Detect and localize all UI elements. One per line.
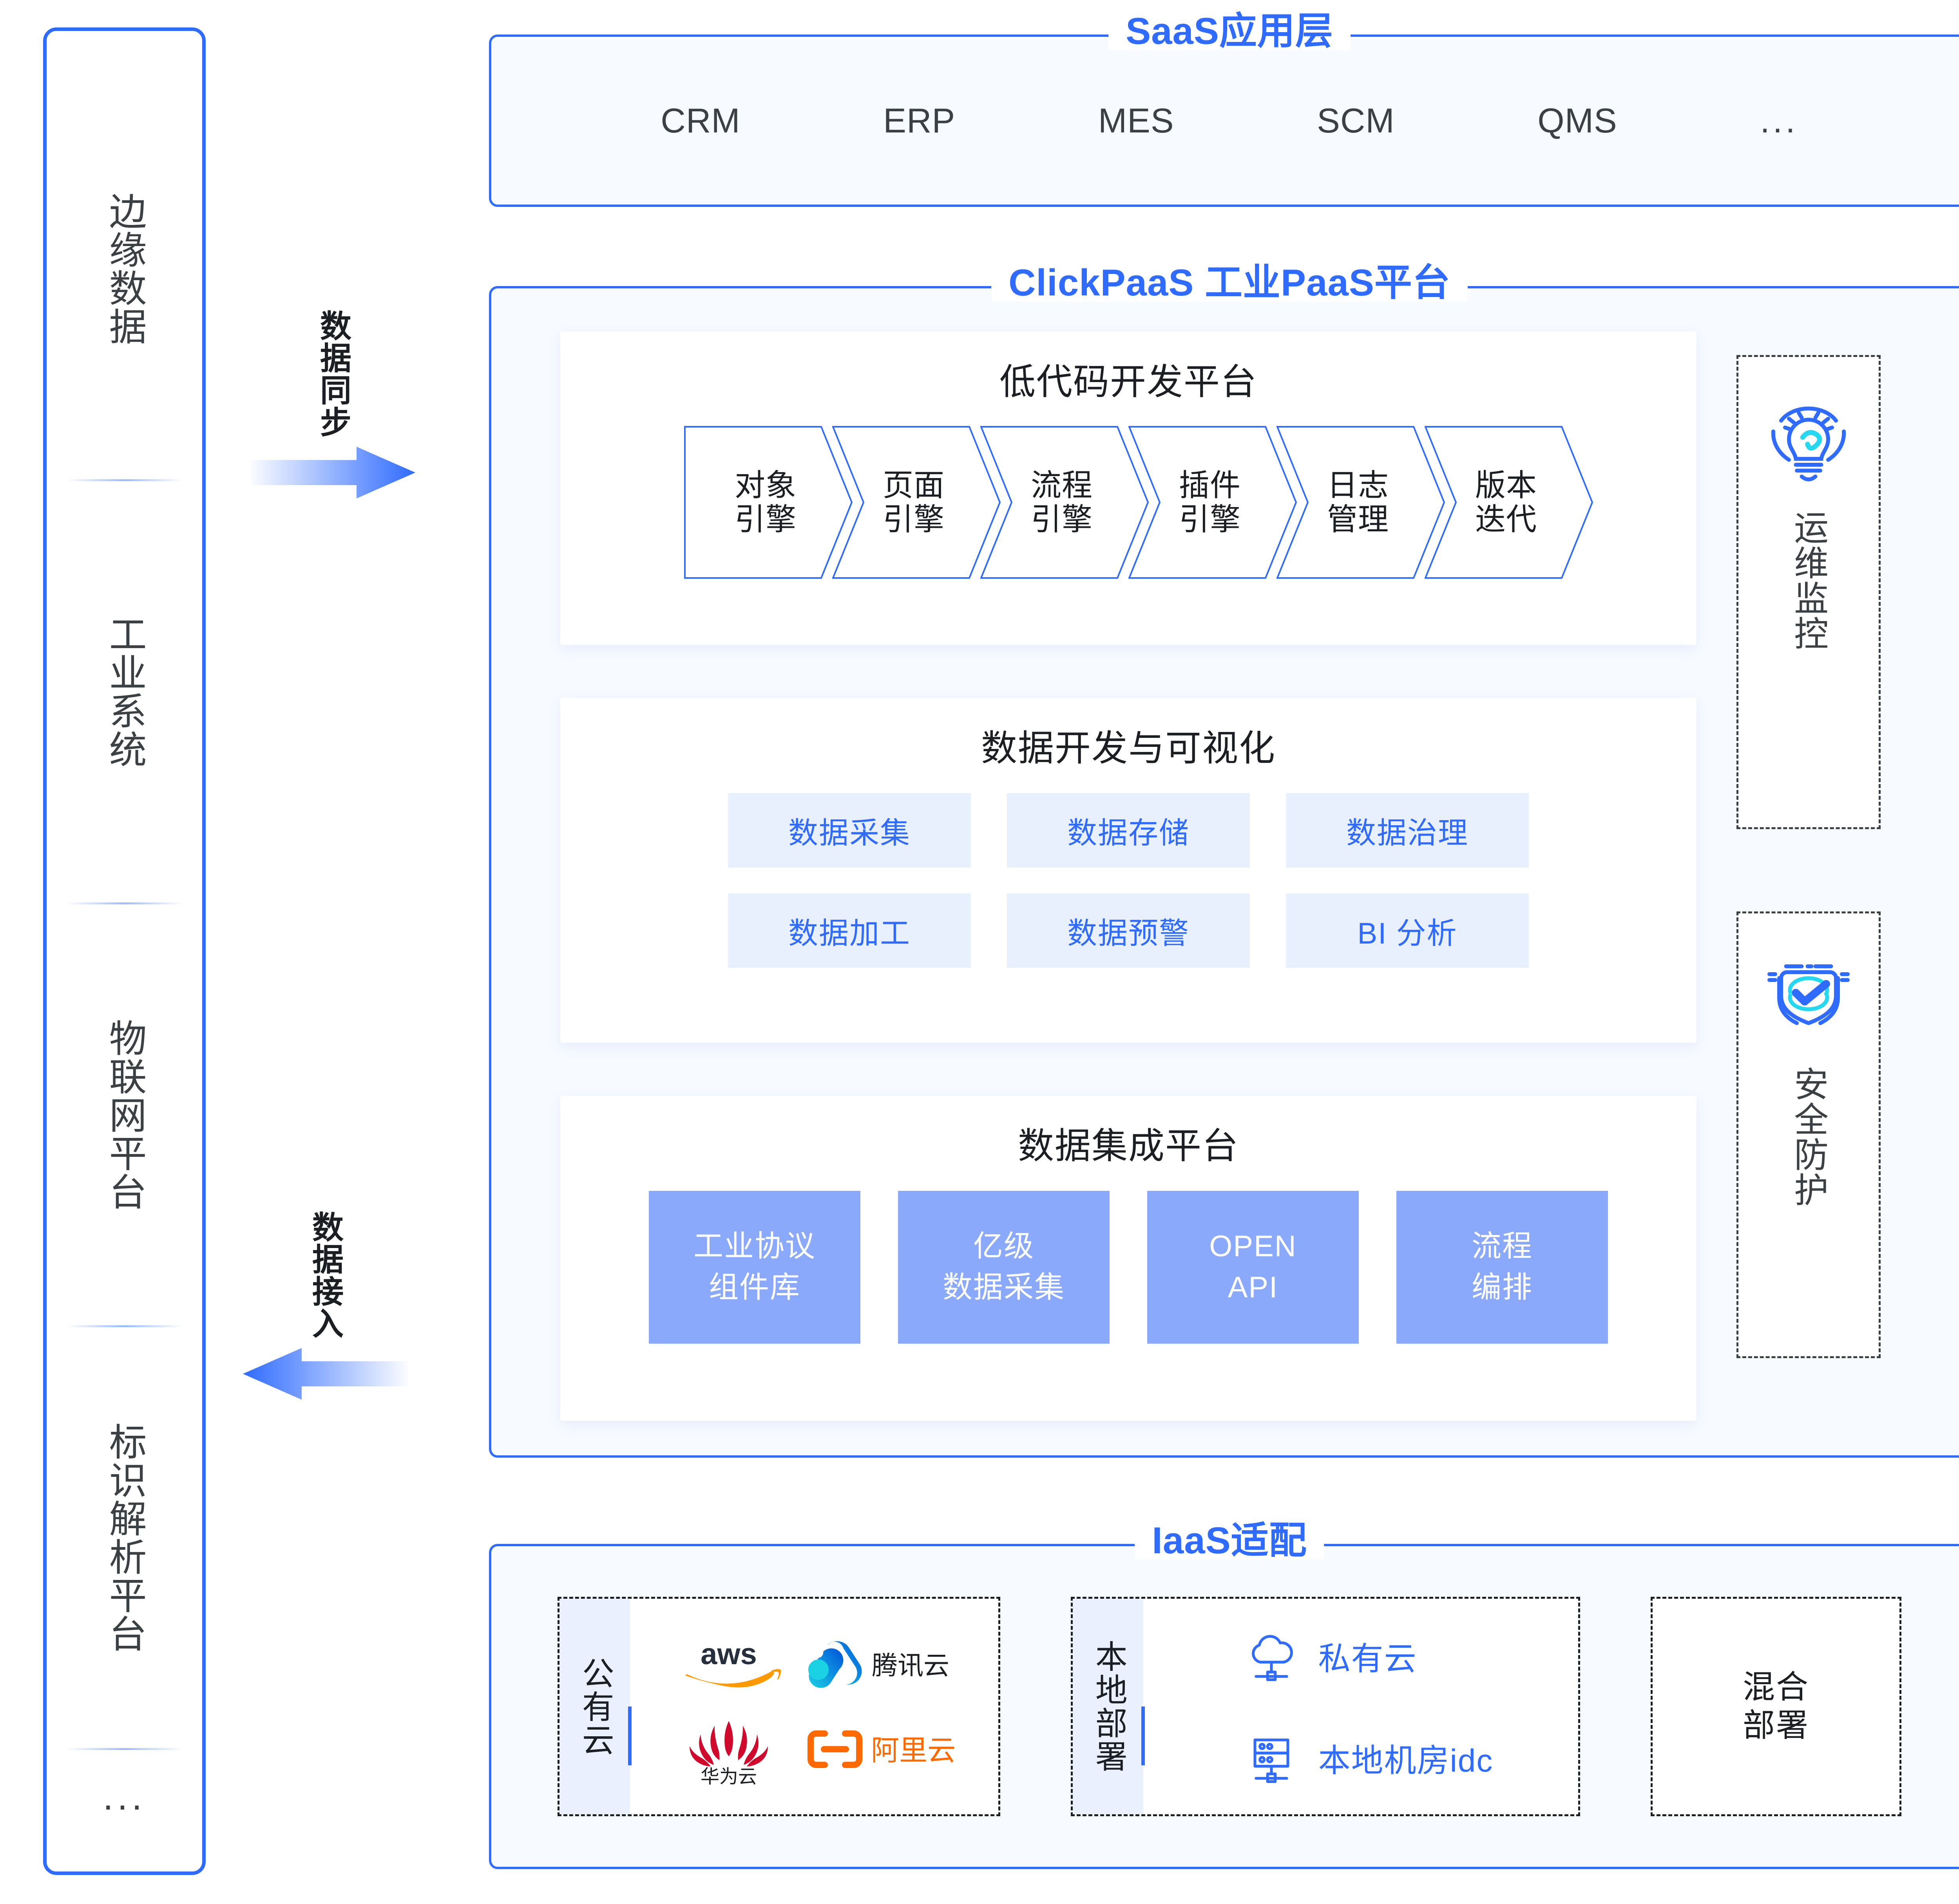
tag-bi-analysis[interactable]: BI 分析 (1286, 893, 1529, 968)
block-process-orchestration[interactable]: 流程编排 (1396, 1191, 1608, 1344)
tag-data-processing[interactable]: 数据加工 (728, 893, 971, 968)
source-item-iot-platform: 物联网平台 (103, 1018, 146, 1211)
iaas-adaptation-panel: IaaS适配 公有云 aws (489, 1522, 1959, 1869)
source-divider (65, 1325, 183, 1327)
iaas-group-public-cloud-body: aws (630, 1599, 998, 1814)
iaas-group-hybrid-deployment-body: 混合部署 (1653, 1599, 1899, 1814)
iaas-group-row: 公有云 aws (491, 1546, 1959, 1867)
engine-log-management[interactable]: 日志管理 (1276, 426, 1445, 579)
local-deployment-list: 私有云 (1228, 1628, 1494, 1785)
arrow-right-wrap (251, 445, 415, 500)
source-divider (65, 479, 183, 482)
source-item-more: ... (103, 1776, 146, 1818)
source-divider (65, 1748, 183, 1750)
local-item-private-cloud[interactable]: 私有云 (1244, 1628, 1494, 1683)
engine-version-iteration[interactable]: 版本迭代 (1425, 426, 1593, 579)
tag-data-alerting[interactable]: 数据预警 (1007, 893, 1250, 968)
tag-data-storage[interactable]: 数据存储 (1007, 793, 1250, 868)
lowcode-platform-card: 低代码开发平台 对象引擎 页面引擎 流程引擎 (560, 332, 1696, 645)
clickpaas-platform-title: ClickPaaS 工业PaaS平台 (991, 264, 1468, 302)
saas-app-list: CRM ERP MES SCM QMS ... (491, 37, 1959, 205)
clickpaas-platform-panel: ClickPaaS 工业PaaS平台 低代码开发平台 对象引擎 页面引擎 (489, 264, 1959, 1458)
saas-app-more: ... (1760, 101, 1798, 140)
iaas-group-public-cloud: 公有云 aws (558, 1597, 1000, 1816)
local-item-idc-label: 本地机房idc (1318, 1743, 1494, 1779)
aliyun-logo-icon: 阿里云 (807, 1730, 956, 1768)
tencent-cloud-logo-icon: 腾讯云 (808, 1641, 949, 1688)
data-source-column: 边缘数据 工业系统 物联网平台 标识解析平台 ... (43, 27, 206, 1875)
engine-version-iteration-label: 版本迭代 (1475, 467, 1537, 536)
lowcode-platform-title: 低代码开发平台 (999, 362, 1257, 402)
cloud-node-icon (1251, 1635, 1293, 1681)
data-development-card: 数据开发与可视化 数据采集 数据存储 数据治理 数据加工 数据预警 BI 分析 (560, 698, 1696, 1043)
source-divider (65, 902, 183, 904)
iaas-group-local-deployment-label: 本地部署 (1090, 1640, 1126, 1773)
side-panel-ops-monitoring-label: 运维监控 (1789, 510, 1828, 651)
paas-card-stack: 低代码开发平台 对象引擎 页面引擎 流程引擎 (560, 332, 1696, 1421)
source-item-industrial-system: 工业系统 (103, 615, 146, 769)
local-item-private-cloud-label: 私有云 (1318, 1641, 1417, 1677)
engine-process-label: 流程引擎 (1030, 467, 1093, 536)
flow-data-ingest-label: 数据接入 (308, 1211, 343, 1339)
engine-plugin-label: 插件引擎 (1179, 467, 1241, 536)
data-development-tag-grid: 数据采集 数据存储 数据治理 数据加工 数据预警 BI 分析 (728, 793, 1529, 968)
iaas-group-local-deployment: 本地部署 (1071, 1597, 1580, 1816)
iaas-group-public-cloud-label: 公有云 (577, 1656, 613, 1757)
cloud-logo-grid: aws (661, 1624, 968, 1789)
tag-data-collection[interactable]: 数据采集 (728, 793, 971, 868)
arrow-left-icon (243, 1348, 407, 1400)
iaas-group-hybrid-deployment: 混合部署 (1651, 1597, 1901, 1816)
huawei-cloud-logo-icon: 华为云 (690, 1721, 768, 1787)
shield-check-icon (1767, 964, 1850, 1025)
source-item-identity-resolution-platform: 标识解析平台 (103, 1422, 146, 1653)
saas-app-mes: MES (1098, 101, 1174, 140)
lowcode-engine-row: 对象引擎 页面引擎 流程引擎 插件引擎 (672, 426, 1593, 579)
aws-logo-icon: aws (685, 1638, 781, 1688)
side-panel-security: 安全防护 (1736, 911, 1881, 1358)
engine-object[interactable]: 对象引擎 (684, 426, 853, 579)
flow-data-sync: 数据同步 (251, 310, 415, 500)
engine-page-label: 页面引擎 (882, 467, 945, 536)
saas-app-crm: CRM (661, 101, 741, 140)
svg-text:华为云: 华为云 (701, 1766, 757, 1787)
saas-layer-title: SaaS应用层 (1108, 13, 1351, 50)
saas-app-qms: QMS (1537, 101, 1617, 140)
engine-plugin[interactable]: 插件引擎 (1128, 426, 1297, 579)
side-panel-security-label: 安全防护 (1789, 1066, 1828, 1207)
data-development-title: 数据开发与可视化 (981, 728, 1276, 768)
iaas-group-hybrid-deployment-label: 混合部署 (1742, 1669, 1809, 1743)
saas-app-erp: ERP (883, 101, 956, 140)
arrow-left-wrap (243, 1346, 407, 1401)
flow-data-ingest: 数据接入 (243, 1211, 407, 1401)
local-item-idc[interactable]: 本地机房idc (1244, 1730, 1494, 1785)
svg-text:阿里云: 阿里云 (871, 1735, 956, 1766)
source-item-edge-data: 边缘数据 (103, 192, 146, 346)
engine-object-label: 对象引擎 (734, 467, 797, 536)
side-panel-ops-monitoring: 运维监控 (1736, 355, 1881, 829)
svg-text:腾讯云: 腾讯云 (872, 1651, 949, 1680)
tag-data-governance[interactable]: 数据治理 (1286, 793, 1529, 868)
block-billion-scale-collection[interactable]: 亿级数据采集 (898, 1191, 1110, 1344)
lightbulb-icon (1771, 406, 1846, 482)
iaas-group-local-deployment-side: 本地部署 (1073, 1599, 1145, 1814)
saas-app-scm: SCM (1317, 101, 1395, 140)
iaas-adaptation-title: IaaS适配 (1135, 1522, 1324, 1560)
engine-process[interactable]: 流程引擎 (980, 426, 1149, 579)
saas-application-layer-panel: SaaS应用层 CRM ERP MES SCM QMS ... (489, 13, 1959, 207)
iaas-group-public-cloud-side: 公有云 (559, 1599, 632, 1814)
block-industrial-protocol-library[interactable]: 工业协议组件库 (649, 1191, 860, 1344)
engine-page[interactable]: 页面引擎 (832, 426, 1001, 579)
data-integration-title: 数据集成平台 (1018, 1126, 1239, 1166)
engine-log-management-label: 日志管理 (1327, 467, 1389, 536)
flow-data-sync-label: 数据同步 (316, 310, 351, 438)
iaas-group-local-deployment-body: 私有云 (1143, 1599, 1578, 1814)
arrow-right-icon (251, 447, 415, 498)
server-rack-icon (1253, 1738, 1289, 1783)
svg-text:aws: aws (701, 1638, 757, 1671)
